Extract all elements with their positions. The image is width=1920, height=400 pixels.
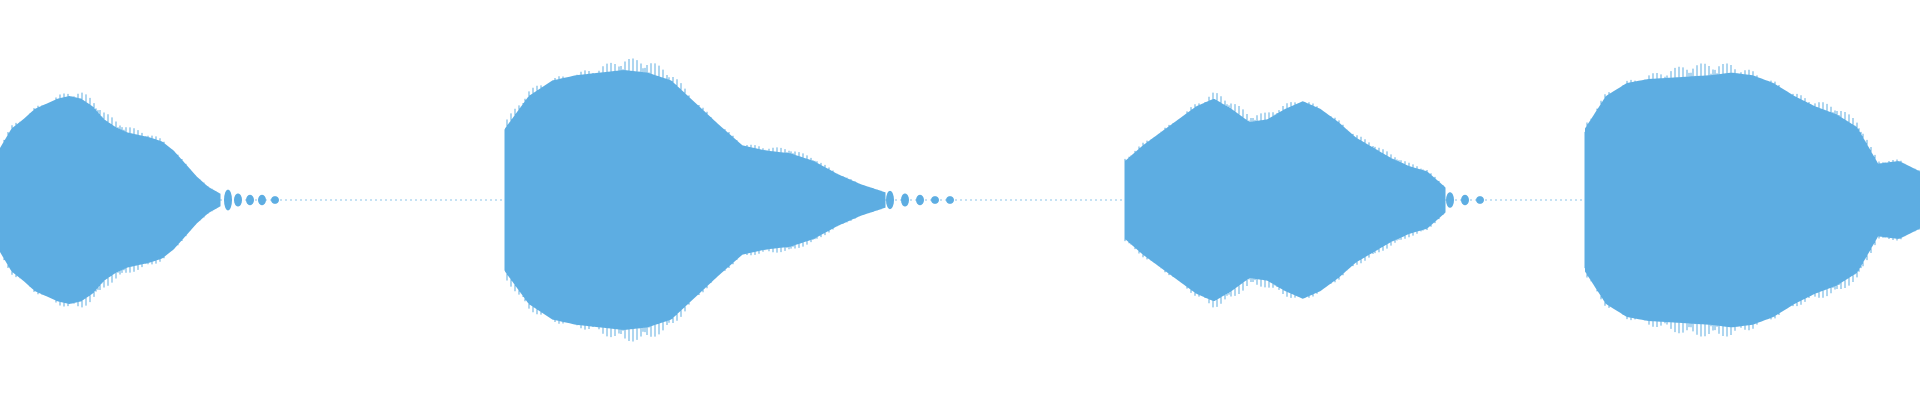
waveform-blip: [246, 194, 254, 206]
waveform-blip: [946, 196, 954, 204]
waveform-blip: [271, 196, 279, 204]
waveform-blip: [224, 189, 232, 211]
waveform-segment-2: [504, 58, 886, 342]
waveform-blip: [901, 193, 909, 207]
waveform-segment-1: [0, 92, 221, 308]
waveform-blip: [1476, 196, 1484, 204]
waveform-segment-4: [1584, 63, 1920, 337]
waveform-blip: [234, 193, 242, 207]
waveform-segment-3: [1124, 92, 1446, 308]
waveform-blip: [1461, 194, 1469, 206]
waveform-blip: [258, 194, 266, 206]
waveform-blip: [931, 196, 939, 204]
waveform-blip: [916, 194, 924, 206]
waveform-blip: [1446, 192, 1454, 208]
waveform-blip: [886, 190, 894, 210]
